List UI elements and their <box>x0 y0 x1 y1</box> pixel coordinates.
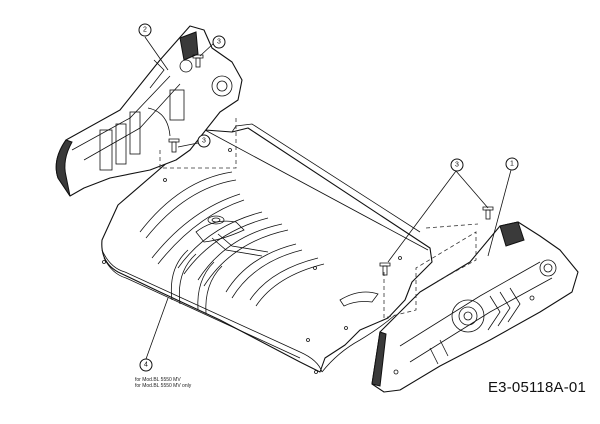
assembly-guide-right <box>383 231 477 319</box>
svg-text:3: 3 <box>455 162 459 169</box>
leader-3c-2 <box>387 170 457 263</box>
svg-text:1: 1 <box>510 161 514 168</box>
callout-2: 2 <box>138 23 152 37</box>
assembly-guide-right-2 <box>425 223 479 229</box>
callout-3c: 3 <box>450 158 464 172</box>
screw-right-upper <box>482 206 494 220</box>
svg-text:3: 3 <box>217 39 221 46</box>
model-note-line-1: for Mod.BL 5550 MV <box>135 377 181 383</box>
screw-left <box>168 138 180 153</box>
callout-4: 4 <box>139 358 153 372</box>
callout-1: 1 <box>505 157 519 171</box>
leader-3b <box>177 142 199 148</box>
screw-right-lower <box>379 262 391 276</box>
svg-text:2: 2 <box>143 27 147 34</box>
leader-2 <box>144 36 169 71</box>
assembly-guide-left <box>159 118 237 169</box>
side-bracket-part-2 <box>55 25 243 197</box>
screw-top <box>192 54 204 68</box>
callout-3b: 3 <box>197 134 211 148</box>
leader-3c-1 <box>455 170 489 209</box>
model-note: for Mod.BL 5550 MV for Mod.BL 5550 MV on… <box>135 377 191 389</box>
leader-1 <box>487 169 512 257</box>
model-note-line-2: for Mod.BL 5550 MV only <box>135 383 192 389</box>
drawing-code: E3-05118A-01 <box>487 379 586 396</box>
leader-4 <box>145 297 169 360</box>
callout-3a: 3 <box>212 35 226 49</box>
leader-3a <box>199 42 215 57</box>
svg-text:3: 3 <box>202 138 206 145</box>
svg-text:4: 4 <box>144 362 148 369</box>
cover-plate-part-4 <box>101 123 433 374</box>
